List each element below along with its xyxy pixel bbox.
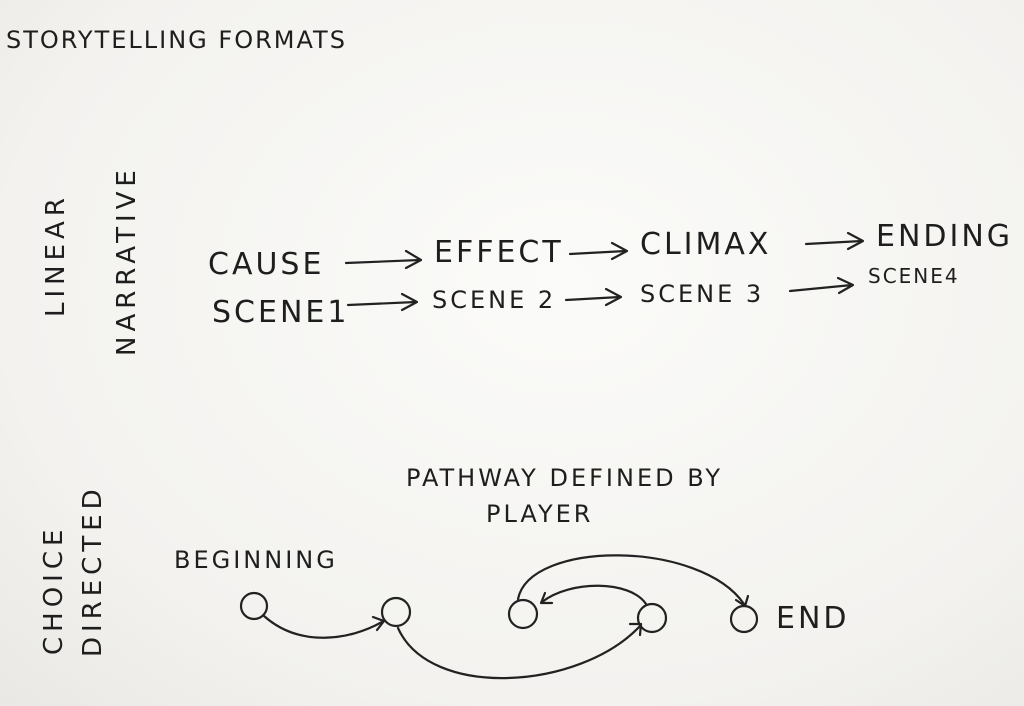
node-cause: CAUSE — [208, 247, 325, 282]
arrow-effect-climax — [568, 241, 629, 261]
node-climax: CLIMAX — [640, 227, 772, 262]
path-choice2-to-end — [516, 554, 750, 608]
beginning-label: BEGINNING — [174, 546, 338, 574]
arrow-scene1-scene2 — [346, 292, 419, 312]
node-scene-4: SCENE4 — [868, 264, 960, 288]
node-scene-3: SCENE 3 — [640, 280, 765, 308]
node-choice-3 — [636, 602, 668, 634]
arrow-climax-ending — [804, 231, 865, 251]
path-beginning-to-choice1 — [262, 614, 386, 639]
page-title: STORYTELLING FORMATS — [6, 26, 347, 54]
node-end — [729, 604, 759, 634]
path-choice3-to-choice2 — [539, 584, 648, 606]
pathway-caption-player: PLAYER — [486, 500, 594, 528]
node-effect: EFFECT — [434, 235, 564, 270]
node-choice-2 — [507, 598, 539, 630]
pathway-caption: PATHWAY DEFINED BY — [406, 464, 724, 492]
node-scene-2: SCENE 2 — [432, 286, 557, 314]
arrow-cause-effect — [344, 249, 423, 270]
node-scene-1: SCENE1 — [212, 295, 350, 330]
arrow-scene2-scene3 — [564, 287, 623, 307]
end-label: END — [776, 601, 850, 636]
path-choice1-to-choice3 — [396, 622, 643, 680]
node-ending: ENDING — [876, 219, 1014, 254]
node-choice-1 — [380, 596, 412, 628]
arrow-scene3-scene4 — [788, 276, 855, 295]
node-beginning — [239, 591, 269, 621]
